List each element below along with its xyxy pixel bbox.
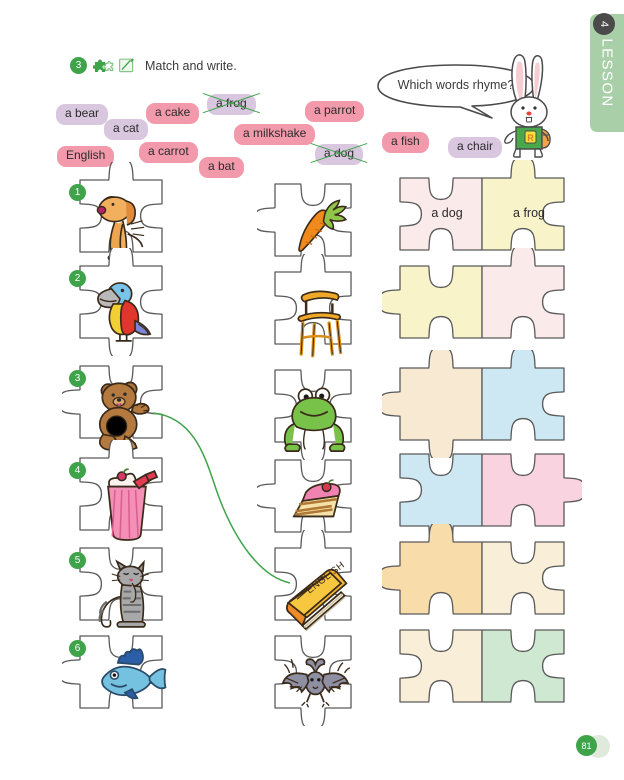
answer-text-left-row1: a dog (431, 206, 463, 220)
chair-picture[interactable] (257, 254, 369, 362)
answer-piece-right-row6[interactable] (464, 612, 582, 720)
word-chip[interactable]: a bat (199, 157, 244, 178)
answer-piece-right-row3[interactable] (464, 350, 582, 458)
parrot-picture[interactable] (62, 248, 180, 356)
row-number-6: 6 (69, 640, 86, 657)
puzzle-grid: 1 a dog a frog 2 (0, 160, 624, 730)
bear-picture[interactable] (62, 348, 180, 456)
word-chip[interactable]: English (57, 146, 115, 167)
row-number-label: 6 (74, 643, 81, 654)
answer-piece-left-row2[interactable] (382, 248, 500, 356)
word-chip-label: a parrot (314, 103, 356, 117)
row-number-label: 5 (74, 555, 81, 566)
row-number-label: 4 (74, 465, 81, 476)
answer-piece-left-row1[interactable] (382, 160, 500, 268)
word-chip-label: a carrot (148, 144, 189, 158)
word-chip[interactable]: a parrot (305, 101, 365, 122)
row-number-4: 4 (69, 462, 86, 479)
word-chip-label: English (66, 148, 106, 162)
exercise-title: Match and write. (145, 58, 237, 73)
write-icon (118, 57, 135, 74)
answer-text-right-row1: a frog (513, 206, 545, 220)
lesson-number: 4 (598, 20, 610, 28)
word-chip[interactable]: a frog (202, 92, 260, 115)
word-chip-label: a bat (208, 159, 235, 173)
word-chip[interactable]: a milkshake (234, 124, 316, 145)
word-chip[interactable]: a fish (382, 132, 429, 153)
row-number-2: 2 (69, 270, 86, 287)
word-chip[interactable]: a dog (310, 142, 368, 165)
page-number: 81 (576, 735, 597, 756)
answer-piece-left-row5[interactable] (382, 524, 500, 632)
word-chip[interactable]: a bear (56, 104, 109, 125)
exercise-icon-group (93, 57, 135, 74)
word-chip-label: a chair (457, 139, 494, 153)
speech-bubble-text: Which words rhyme? (397, 78, 515, 92)
rabbit-mascot: R (494, 52, 566, 164)
word-chip-label: a bear (65, 106, 100, 120)
answer-piece-left-row3[interactable] (382, 350, 500, 458)
row-number-5: 5 (69, 552, 86, 569)
word-chip[interactable]: a chair (448, 137, 503, 158)
row-number-label: 2 (74, 273, 81, 284)
answer-piece-right-row4[interactable] (464, 436, 582, 544)
puzzle-icon (93, 57, 115, 74)
exercise-heading: 3 Match and write. (70, 57, 237, 74)
bat-picture[interactable] (257, 618, 369, 726)
word-chip-label: a milkshake (243, 126, 307, 140)
row-number-label: 3 (74, 373, 81, 384)
exercise-number: 3 (70, 57, 87, 74)
lesson-number-badge: 4 (593, 13, 615, 35)
english-book-picture[interactable]: ENGLISH (257, 530, 369, 638)
row-number-3: 3 (69, 370, 86, 387)
fish-picture[interactable] (62, 618, 180, 726)
word-chip[interactable]: a cake (146, 103, 200, 124)
word-chip-label: a frog (216, 96, 247, 110)
word-bank: a bear a cat a cake a frog a parrot a milksha… (0, 0, 624, 178)
answer-piece-right-row2[interactable] (464, 248, 582, 356)
answer-piece-right-row1[interactable] (464, 160, 582, 268)
svg-text:R: R (527, 133, 534, 143)
word-chip[interactable]: a carrot (139, 142, 198, 163)
word-chip[interactable]: a cat (104, 119, 149, 140)
answer-piece-left-row6[interactable] (382, 612, 500, 720)
cat-picture[interactable] (62, 530, 180, 638)
answer-piece-right-row5[interactable] (464, 524, 582, 632)
answer-piece-left-row4[interactable] (382, 436, 500, 544)
word-chip-label: a cat (113, 121, 140, 135)
word-chip-label: a dog (324, 146, 355, 160)
milkshake-picture[interactable] (62, 440, 180, 548)
word-chip-label: a fish (391, 134, 420, 148)
carrot-picture[interactable] (257, 166, 369, 274)
row-number-label: 1 (74, 187, 81, 198)
row-number-1: 1 (69, 184, 86, 201)
word-chip-label: a cake (155, 105, 191, 119)
